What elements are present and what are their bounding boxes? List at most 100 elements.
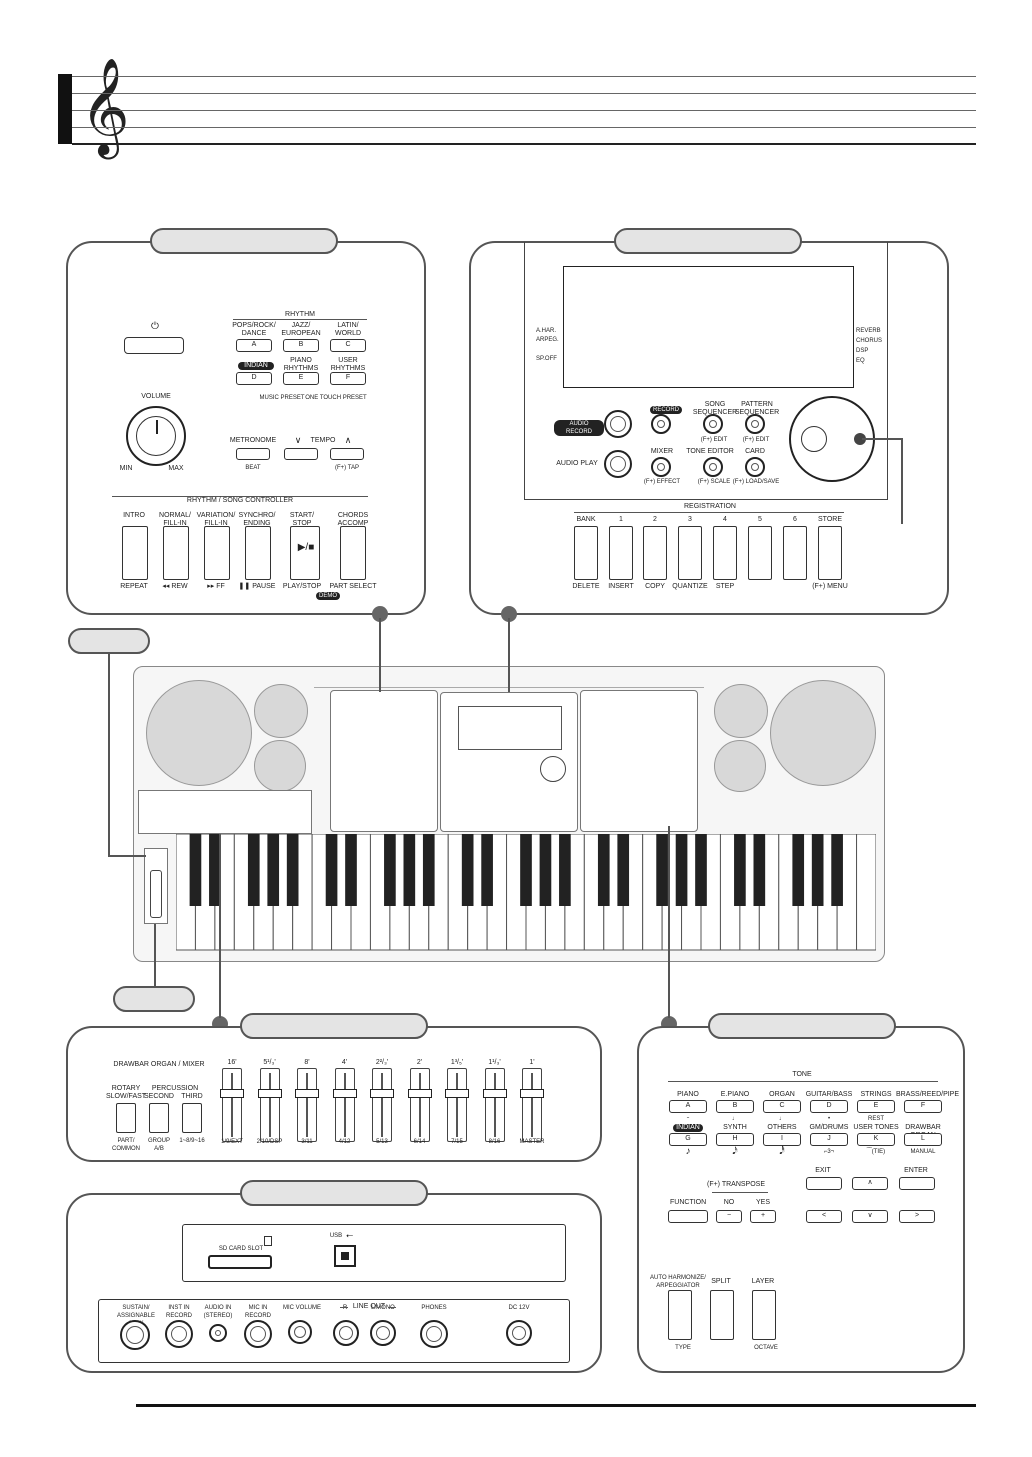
tone-button-l[interactable]: L xyxy=(904,1133,942,1146)
rhythm-button-f[interactable]: F xyxy=(330,372,366,385)
music-preset-label: MUSIC PRESET xyxy=(259,395,305,401)
right-speaker-large xyxy=(770,680,876,786)
drawbar-slider-cap[interactable] xyxy=(257,1089,282,1098)
tempo-up-button[interactable] xyxy=(330,448,364,460)
no-minus-button[interactable]: − xyxy=(716,1210,742,1223)
mic-volume-knob[interactable] xyxy=(288,1320,312,1344)
record-button[interactable] xyxy=(651,414,671,434)
drawbar-number-label: 8/16 xyxy=(488,1139,501,1145)
rhythm-button-c[interactable]: C xyxy=(330,339,366,352)
jack-socket[interactable] xyxy=(370,1320,396,1346)
black-key xyxy=(811,834,824,906)
controller-button[interactable] xyxy=(204,526,230,580)
tone-button-c[interactable]: C xyxy=(763,1100,801,1113)
drawbar-slider-cap[interactable] xyxy=(445,1089,469,1098)
drawbar-slider-cap[interactable] xyxy=(520,1089,544,1098)
drawbar-slider[interactable] xyxy=(257,1068,282,1142)
drawbar-slider-cap[interactable] xyxy=(295,1089,319,1098)
drawbar-slider[interactable] xyxy=(520,1068,544,1142)
jack-socket[interactable] xyxy=(420,1320,448,1348)
cursor-left-button[interactable]: < xyxy=(806,1210,842,1223)
registration-button[interactable] xyxy=(574,526,598,580)
layer-button[interactable] xyxy=(752,1290,776,1340)
tone-editor-button[interactable] xyxy=(703,457,723,477)
cursor-down-button[interactable]: ∨ xyxy=(852,1210,888,1223)
auto-harmonize-button[interactable] xyxy=(668,1290,692,1340)
controller-button[interactable] xyxy=(290,526,320,580)
split-button[interactable] xyxy=(710,1290,734,1340)
drawbar-slider-cap[interactable] xyxy=(370,1089,394,1098)
metronome-button[interactable] xyxy=(236,448,270,460)
controller-bottom-label: REPEAT xyxy=(120,583,148,590)
yes-plus-button[interactable]: + xyxy=(750,1210,776,1223)
jack-socket[interactable] xyxy=(165,1320,193,1348)
tone-button-i[interactable]: I xyxy=(763,1133,801,1146)
controller-button[interactable] xyxy=(340,526,366,580)
drawbar-slider[interactable] xyxy=(295,1068,319,1142)
drawbar-slider[interactable] xyxy=(445,1068,469,1142)
tone-button-k[interactable]: K xyxy=(857,1133,895,1146)
song-sequencer-button[interactable] xyxy=(703,414,723,434)
tone-button-f[interactable]: F xyxy=(904,1100,942,1113)
black-key xyxy=(734,834,746,906)
rhythm-button-b[interactable]: B xyxy=(283,339,319,352)
controller-button[interactable] xyxy=(163,526,189,580)
beat-label: BEAT xyxy=(245,465,261,471)
registration-button[interactable] xyxy=(643,526,667,580)
function-button[interactable] xyxy=(668,1210,708,1223)
drawbar-slider-cap[interactable] xyxy=(407,1089,432,1098)
second-button[interactable] xyxy=(149,1103,169,1133)
third-button[interactable] xyxy=(182,1103,202,1133)
registration-button[interactable] xyxy=(783,526,807,580)
controller-button[interactable] xyxy=(122,526,148,580)
tone-button-g[interactable]: G xyxy=(669,1133,707,1146)
black-key xyxy=(559,834,571,906)
drawbar-slider-cap[interactable] xyxy=(220,1089,244,1098)
drawbar-slider-cap[interactable] xyxy=(482,1089,507,1098)
usb-port[interactable] xyxy=(334,1245,356,1267)
rhythm-button-e[interactable]: E xyxy=(283,372,319,385)
drawbar-slider[interactable] xyxy=(407,1068,432,1142)
registration-button[interactable] xyxy=(713,526,737,580)
audio-record-button[interactable] xyxy=(604,410,632,438)
jack-socket[interactable] xyxy=(209,1324,227,1342)
drawbar-slider[interactable] xyxy=(482,1068,507,1142)
rotary-button[interactable] xyxy=(116,1103,136,1133)
volume-knob[interactable] xyxy=(126,406,186,466)
drawbar-slider[interactable] xyxy=(370,1068,394,1142)
cursor-right-button[interactable]: > xyxy=(899,1210,935,1223)
jack-socket[interactable] xyxy=(244,1320,272,1348)
tone-category-label: GM/DRUMS xyxy=(809,1124,849,1131)
jack-socket[interactable] xyxy=(120,1320,150,1350)
pattern-sequencer-button[interactable] xyxy=(745,414,765,434)
jack-socket[interactable] xyxy=(333,1320,359,1346)
drawbar-slider-cap[interactable] xyxy=(332,1089,357,1098)
volume-knob-pointer xyxy=(156,420,158,434)
controller-button[interactable] xyxy=(245,526,271,580)
drawbar-slider[interactable] xyxy=(332,1068,357,1142)
exit-button[interactable] xyxy=(806,1177,842,1190)
drawbar-slider[interactable] xyxy=(220,1068,244,1142)
mixer-button[interactable] xyxy=(651,457,671,477)
registration-button[interactable] xyxy=(818,526,842,580)
tone-button-a[interactable]: A xyxy=(669,1100,707,1113)
rhythm-button-a[interactable]: A xyxy=(236,339,272,352)
cursor-up-button[interactable]: ∧ xyxy=(852,1177,888,1190)
tempo-down-button[interactable] xyxy=(284,448,318,460)
jack-socket[interactable] xyxy=(506,1320,532,1346)
card-button[interactable] xyxy=(745,457,765,477)
tone-button-j[interactable]: J xyxy=(810,1133,848,1146)
sd-card-slot[interactable] xyxy=(208,1255,272,1269)
enter-button[interactable] xyxy=(899,1177,935,1190)
registration-button[interactable] xyxy=(678,526,702,580)
power-button[interactable] xyxy=(124,337,184,354)
registration-button[interactable] xyxy=(748,526,772,580)
audio-play-button[interactable] xyxy=(604,450,632,478)
drawbar-footage-label: 16' xyxy=(227,1059,237,1066)
tone-button-e[interactable]: E xyxy=(857,1100,895,1113)
registration-button[interactable] xyxy=(609,526,633,580)
tone-button-h[interactable]: H xyxy=(716,1133,754,1146)
tone-button-d[interactable]: D xyxy=(810,1100,848,1113)
rhythm-button-d[interactable]: D xyxy=(236,372,272,385)
tone-button-b[interactable]: B xyxy=(716,1100,754,1113)
